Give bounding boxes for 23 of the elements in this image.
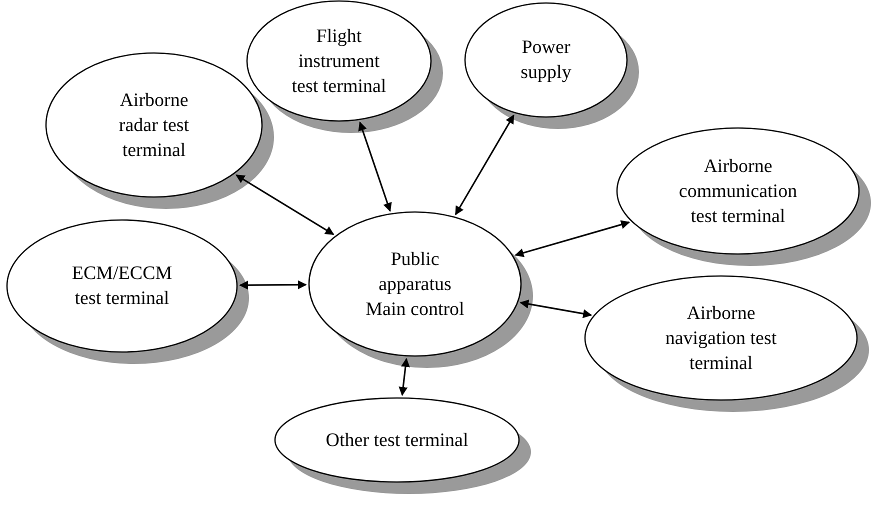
node-label: Public apparatus Main control xyxy=(364,248,466,322)
double-arrow xyxy=(454,114,514,216)
ellipse-node xyxy=(308,211,534,369)
double-arrow xyxy=(358,122,392,212)
ellipse-node xyxy=(274,397,532,495)
node-label: Airborne navigation test terminal xyxy=(665,302,777,376)
node-label: Other test terminal xyxy=(326,428,468,452)
node-label: Power supply xyxy=(520,36,572,85)
ellipse-node xyxy=(584,275,870,413)
double-arrow xyxy=(398,358,410,396)
node-label: Airborne radar test terminal xyxy=(118,88,190,162)
ellipse-node xyxy=(616,127,872,267)
node-label: Flight instrument test terminal xyxy=(290,24,388,98)
double-arrow xyxy=(236,174,334,236)
double-arrow xyxy=(520,300,592,318)
ellipse-node xyxy=(6,219,250,365)
double-arrow xyxy=(239,280,307,290)
ellipse-node xyxy=(464,2,640,130)
node-label: ECM/ECCM test terminal xyxy=(70,262,174,311)
ellipse-node xyxy=(246,0,444,134)
ellipse-node xyxy=(45,52,275,210)
double-arrow xyxy=(514,220,630,258)
node-label: Airborne communication test terminal xyxy=(678,154,798,228)
